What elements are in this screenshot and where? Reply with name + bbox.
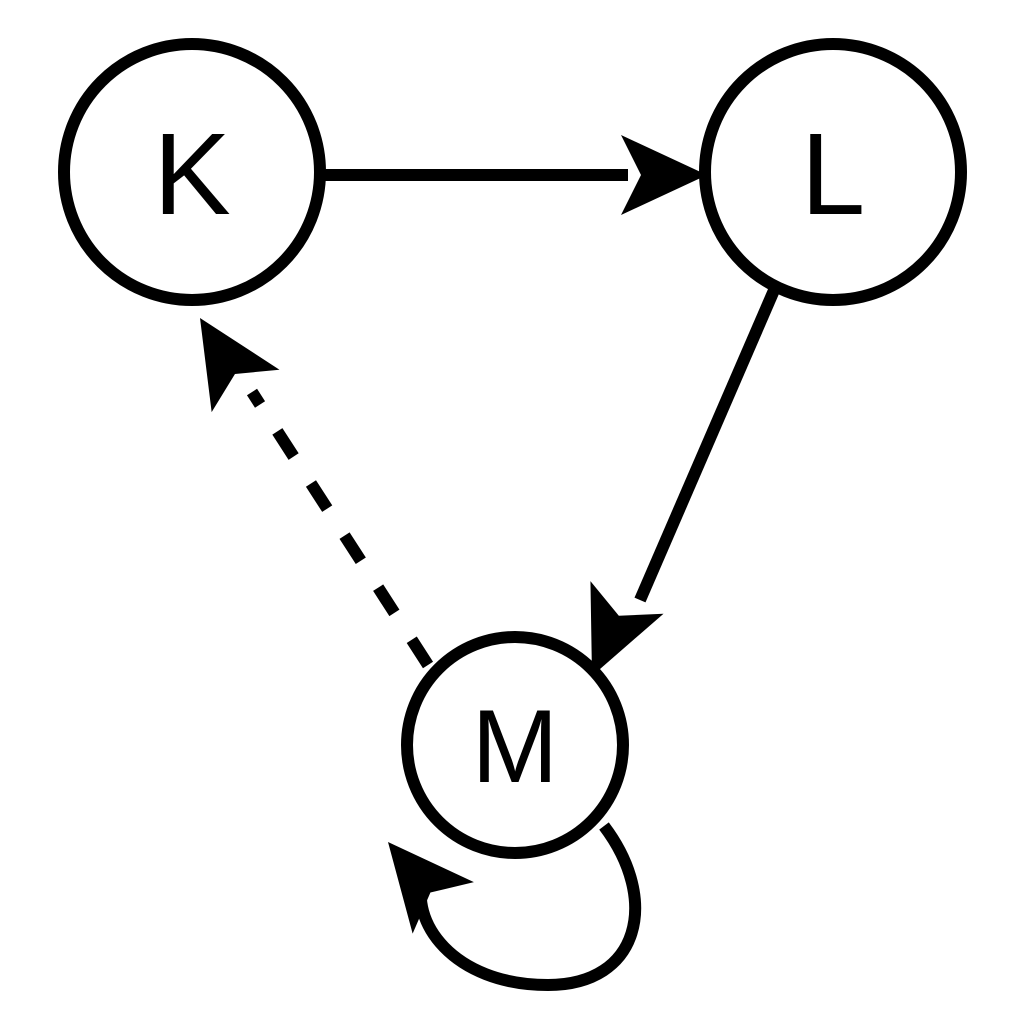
edge-m-self-loop-arrowhead: [388, 842, 474, 934]
node-l[interactable]: L: [699, 38, 967, 306]
edge-l-to-m[interactable]: [590, 285, 781, 676]
node-l-label: L: [801, 109, 866, 239]
edge-m-self-loop-arc: [414, 822, 642, 992]
edge-k-to-l-arrowhead: [621, 135, 707, 215]
node-k-label: K: [153, 109, 230, 239]
node-l-circle: [699, 38, 967, 306]
edge-m-self-loop[interactable]: [388, 822, 642, 992]
edge-m-to-k-dashed-line: [246, 388, 434, 669]
edge-m-to-k-arrowhead: [200, 318, 280, 413]
node-layer: K L M: [58, 38, 967, 859]
node-k[interactable]: K: [58, 38, 326, 306]
edge-k-to-l[interactable]: [322, 135, 707, 215]
edge-l-to-m-line: [634, 285, 781, 603]
node-m-circle: [401, 631, 629, 859]
node-m[interactable]: M: [401, 631, 629, 859]
edge-l-to-m-arrowhead: [590, 581, 664, 676]
edge-layer: [200, 135, 781, 992]
node-k-circle: [58, 38, 326, 306]
edge-m-to-k[interactable]: [200, 318, 434, 669]
node-m-label: M: [472, 689, 559, 805]
